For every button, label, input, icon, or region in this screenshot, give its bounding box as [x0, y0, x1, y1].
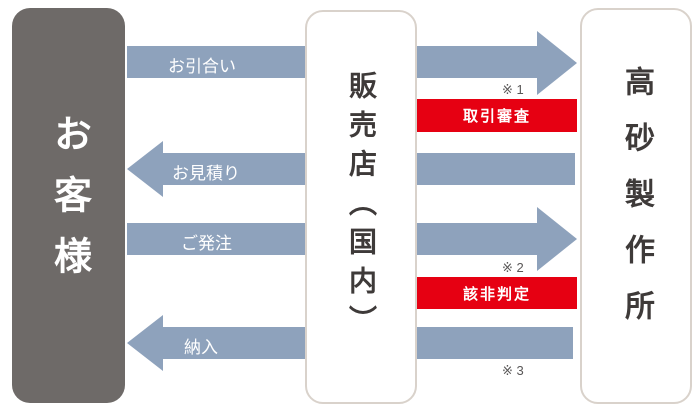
- flow-quotation-arrowhead: [127, 141, 163, 197]
- entity-box-dealer: 販売店（国内）: [305, 10, 417, 404]
- badge-export-classification: 該非判定: [417, 277, 577, 309]
- flow-inquiry-arrowhead: [537, 31, 577, 95]
- badge-export-classification-label: 該非判定: [462, 285, 531, 303]
- badge-trade-screening-label: 取引審査: [462, 108, 531, 125]
- note-1: ※ 1: [502, 82, 524, 97]
- flow-order-arrowhead: [537, 207, 577, 271]
- entity-label-customer: お客様: [47, 114, 90, 297]
- entity-box-customer: お客様: [12, 8, 125, 403]
- entity-box-manufacturer: 高砂製作所: [580, 8, 692, 404]
- flow-quotation-label: お見積り: [172, 164, 240, 183]
- entity-label-manufacturer: 高砂製作所: [620, 66, 653, 346]
- flow-order-label: ご発注: [181, 234, 232, 253]
- flow-delivery-arrowhead: [127, 315, 163, 371]
- note-3: ※ 3: [502, 363, 524, 378]
- flow-delivery-label: 納入: [184, 338, 218, 357]
- flow-inquiry-label: お引合い: [168, 57, 236, 76]
- badge-trade-screening: 取引審査: [417, 99, 577, 132]
- note-2: ※ 2: [502, 260, 524, 275]
- entity-label-dealer: 販売店（国内）: [346, 70, 377, 344]
